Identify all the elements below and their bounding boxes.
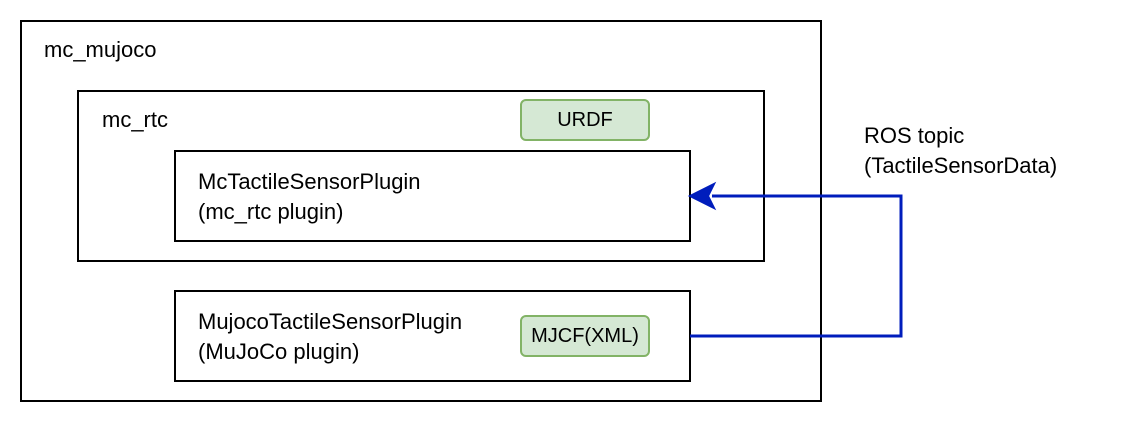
- urdf-tag: URDF: [520, 99, 650, 141]
- mc-tactile-sensor-plugin-box: [174, 150, 691, 242]
- mujoco-tactile-sensor-plugin-name: MujocoTactileSensorPlugin: [198, 309, 463, 334]
- mc-tactile-sensor-plugin-name: McTactileSensorPlugin: [198, 169, 421, 194]
- mc-mujoco-title: mc_mujoco: [44, 37, 157, 62]
- ros-topic-message-type: (TactileSensorData): [864, 153, 1058, 178]
- mujoco-tactile-sensor-plugin-kind: (MuJoCo plugin): [198, 339, 360, 364]
- ros-topic-label: ROS topic: [864, 123, 965, 148]
- mjcf-xml-tag: MJCF(XML): [520, 315, 650, 357]
- mc-rtc-title: mc_rtc: [102, 107, 168, 132]
- mc-tactile-sensor-plugin-kind: (mc_rtc plugin): [198, 199, 344, 224]
- arrowhead-icon: [687, 181, 717, 211]
- ros-topic-connector-line: [690, 194, 903, 338]
